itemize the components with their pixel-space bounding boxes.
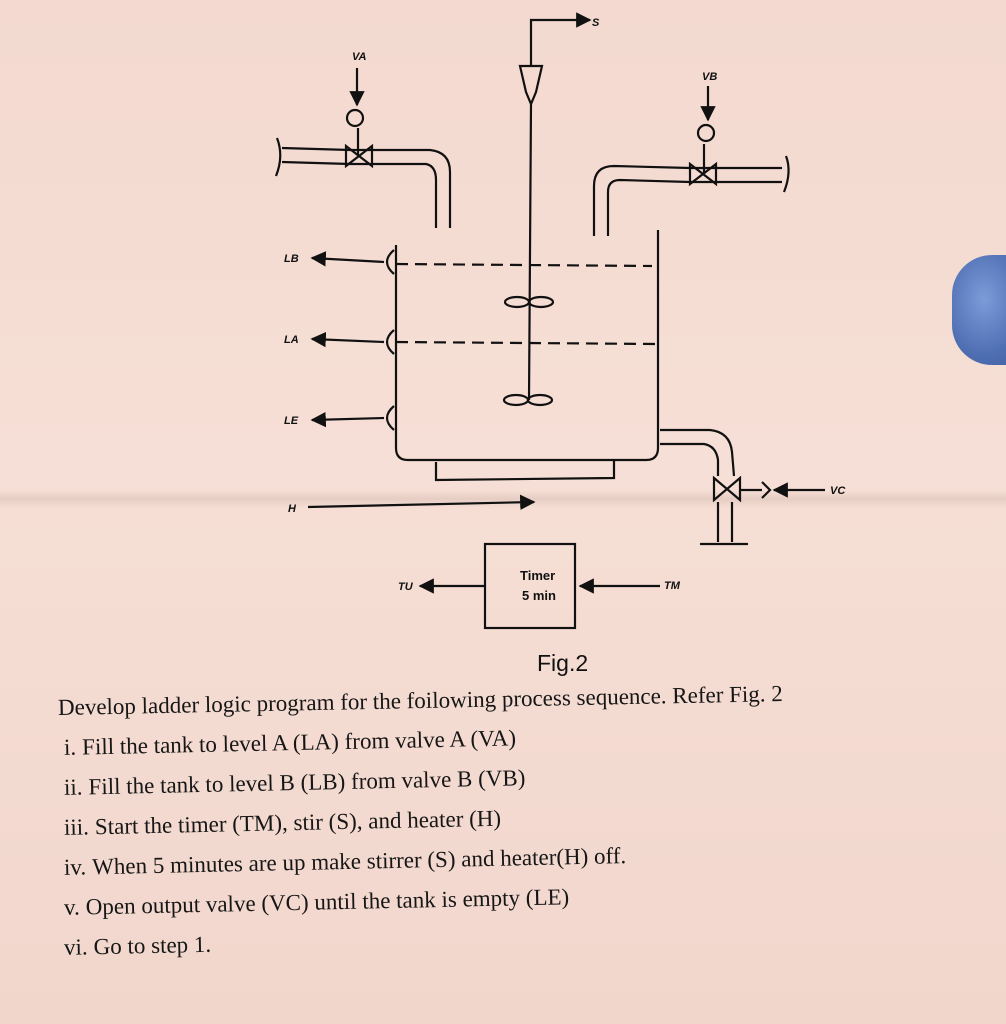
step-list: i.Fill the tank to level A (LA) from val… [58, 725, 998, 968]
label-va: VA [352, 51, 367, 63]
timer-label-line1: Timer [520, 568, 555, 583]
pipe-va [281, 146, 452, 228]
heater-input [307, 494, 536, 511]
finger-photo-artifact [952, 255, 1006, 365]
question-block: Develop ladder logic program for the foi… [58, 681, 998, 968]
pipe-vb [592, 164, 782, 236]
stirrer-motor [518, 64, 544, 107]
valve-vb [688, 161, 718, 187]
step-number: i. [63, 734, 77, 760]
timer-box [483, 542, 577, 630]
sensor-le [385, 405, 395, 431]
label-tm: TM [664, 580, 681, 592]
paper-fold [0, 490, 1006, 508]
label-vc: VC [830, 485, 846, 497]
step-text: Go to step 1. [93, 931, 212, 960]
label-lb: LB [284, 253, 299, 265]
sensor-la [385, 329, 395, 355]
level-lb-line [395, 262, 653, 268]
pipe-outlet [660, 428, 736, 477]
stirrer-shaft [527, 103, 533, 401]
label-s: S [592, 17, 600, 29]
label-h: H [288, 503, 297, 515]
stirrer-input [529, 12, 592, 66]
valve-vc [712, 475, 742, 503]
heater [434, 460, 616, 482]
sensor-lb [385, 249, 395, 275]
label-vb: VB [702, 71, 717, 83]
process-diagram: VA VB S LB LA LE H VC TU TM Timer 5 min [274, 12, 846, 630]
step-number: ii. [63, 774, 83, 800]
valve-va [344, 143, 374, 169]
label-la: LA [284, 334, 299, 346]
step-number: iii. [63, 814, 90, 840]
level-la-line [395, 340, 657, 346]
step-number: iv. [63, 854, 87, 880]
step-number: v. [63, 894, 81, 920]
timer-label-line2: 5 min [522, 588, 556, 603]
label-le: LE [284, 415, 299, 427]
label-tu: TU [398, 581, 414, 593]
step-number: vi. [63, 934, 88, 960]
figure-caption: Fig.2 [537, 650, 589, 676]
tank-outline [394, 230, 660, 462]
